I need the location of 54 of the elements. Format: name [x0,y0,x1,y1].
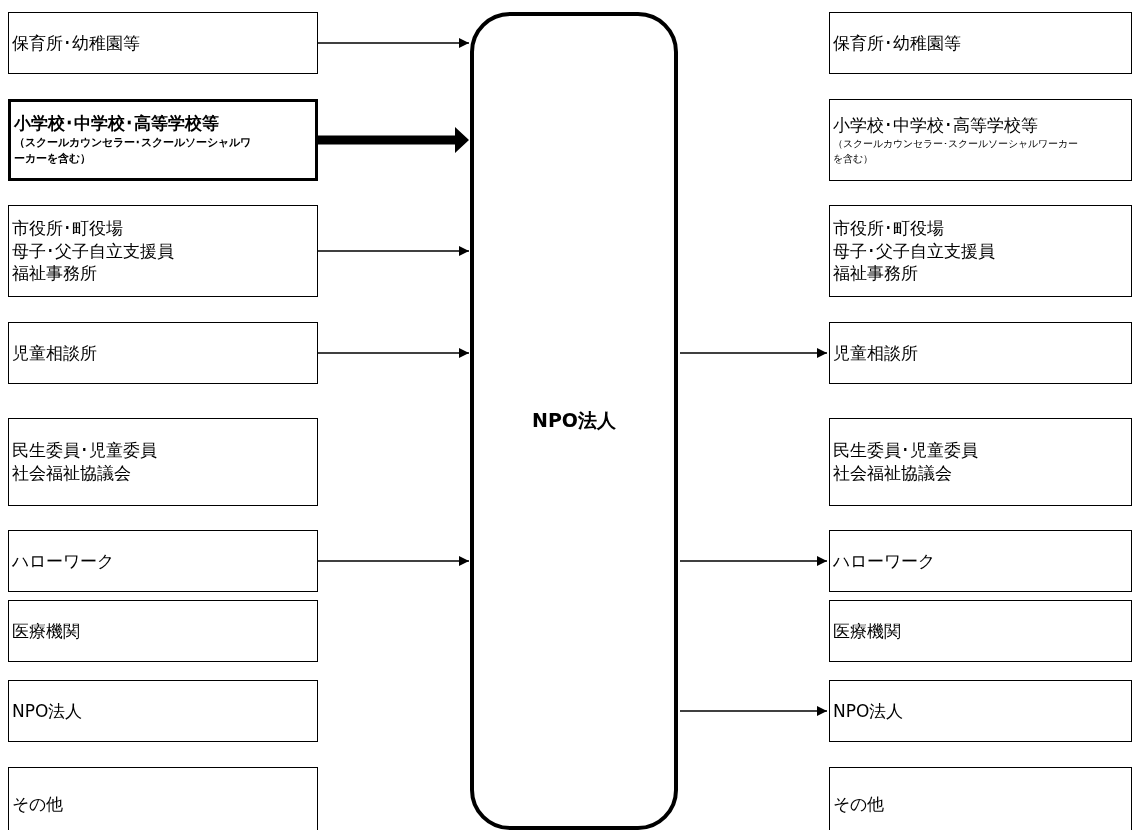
agency-box [829,12,1132,74]
node-label: その他 [833,792,885,816]
agency-box [8,680,318,742]
agency-box [829,680,1132,742]
node-label: 母子･父子自立支援員 [833,239,996,263]
agency-box [8,418,318,506]
node-label: ハローワーク [12,549,115,573]
node-label: その他 [12,792,64,816]
node-note: （スクールカウンセラー･スクールソーシャルワーカーを含む） [833,137,1078,167]
node-label: 市役所･町役場 [12,216,124,240]
node-label: NPO法人 [12,699,84,723]
node-label: 小学校･中学校･高等学校等 [14,112,220,135]
agency-box [829,99,1132,181]
organization-box [470,12,678,830]
node-label: 小学校･中学校･高等学校等 [833,113,1039,137]
node-label: 民生委員･児童委員 [833,439,979,462]
agency-box [829,767,1132,830]
arrow [679,348,828,358]
agency-box [8,530,318,592]
agency-box [8,600,318,662]
agency-box [829,418,1132,506]
arrow [318,127,469,153]
node-label: 児童相談所 [833,341,919,365]
arrow [317,38,470,48]
node-label: 社会福祉協議会 [833,462,953,485]
node-label: 保育所･幼稚園等 [12,31,141,55]
agency-box [8,322,318,384]
node-label: 社会福祉協議会 [12,462,132,485]
arrow [317,246,470,256]
node-label: 民生委員･児童委員 [12,439,158,462]
arrow [317,348,470,358]
agency-box [8,12,318,74]
agency-box [8,205,318,297]
arrow [679,556,828,566]
node-label: 福祉事務所 [12,262,98,286]
node-label: NPO法人 [532,408,616,434]
node-label: ハローワーク [833,549,936,573]
node-label: 医療機関 [833,619,902,643]
node-label: 福祉事務所 [833,262,919,286]
agency-box [8,767,318,830]
node-label: 母子･父子自立支援員 [12,239,175,263]
agency-box [829,530,1132,592]
node-label: 市役所･町役場 [833,216,945,240]
agency-box [829,205,1132,297]
arrow [317,556,470,566]
node-label: NPO法人 [833,699,905,723]
node-label: 医療機関 [12,619,81,643]
agency-box [8,99,318,181]
agency-box [829,600,1132,662]
node-label: 児童相談所 [12,341,98,365]
arrow [679,706,828,716]
agency-box [829,322,1132,384]
node-note: （スクールカウンセラー･スクールソーシャルワーカーを含む） [14,134,252,168]
node-label: 保育所･幼稚園等 [833,31,962,55]
